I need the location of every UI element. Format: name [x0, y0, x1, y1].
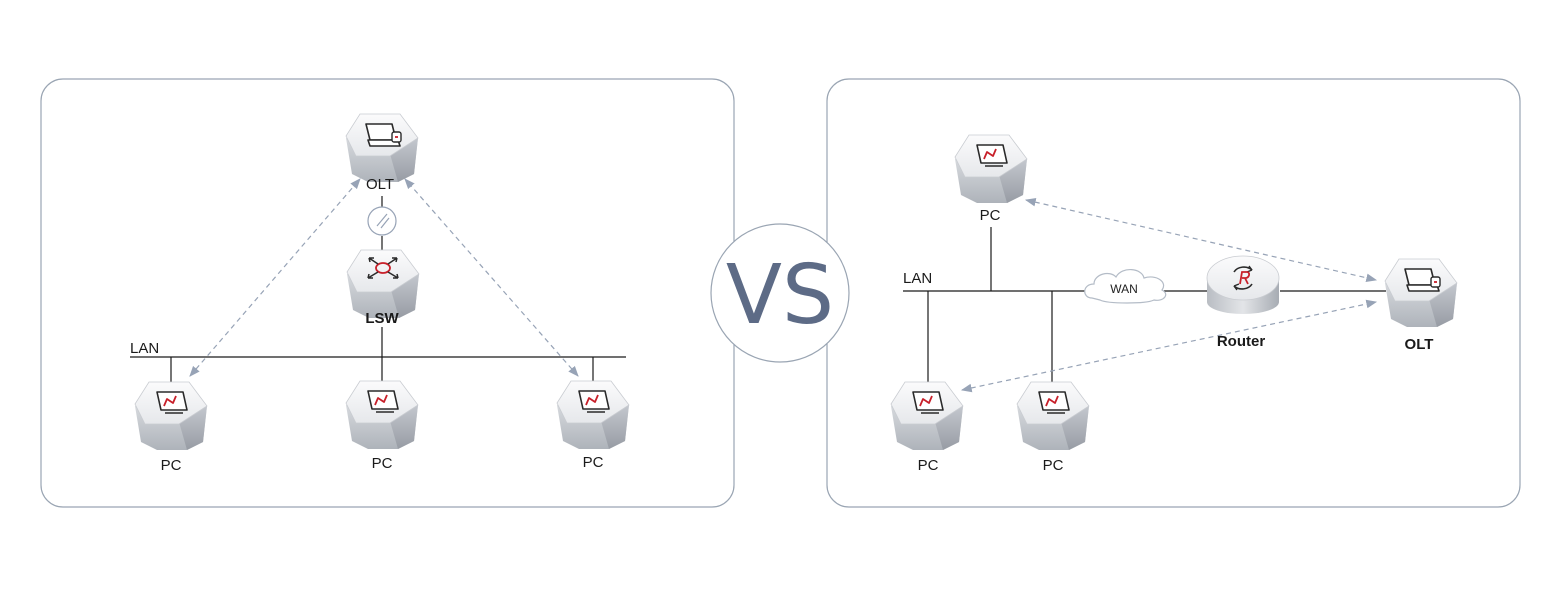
pc-label-right-2: PC — [1043, 457, 1064, 474]
olt-label-left: OLT — [366, 176, 394, 193]
right-connections — [903, 197, 1386, 393]
lsw-label: LSW — [365, 310, 399, 327]
lsw-device — [346, 249, 420, 319]
cloud-icon — [1084, 269, 1167, 304]
pc3-olt-virtual-link — [404, 178, 579, 377]
monitor-icon — [156, 391, 188, 414]
olt-device-left — [345, 113, 419, 183]
lan-label-right: LAN — [903, 270, 932, 287]
lan-label-left: LAN — [130, 340, 159, 357]
pc1-olt-virtual-link — [189, 178, 361, 377]
pc-label-right-top: PC — [980, 207, 1001, 224]
pc-device-left-3 — [556, 380, 630, 450]
olt-label-right: OLT — [1405, 336, 1434, 353]
olt-device-right — [1384, 258, 1458, 328]
pc-label-left-3: PC — [583, 454, 604, 471]
monitor-icon — [976, 144, 1008, 167]
pc1-olt-virtual-link-right — [960, 299, 1378, 393]
pc-device-left-1 — [134, 381, 208, 451]
router-device — [1206, 255, 1280, 314]
router-label: Router — [1217, 333, 1265, 350]
pc-label-left-1: PC — [161, 457, 182, 474]
pc-device-left-2 — [345, 380, 419, 450]
splitter-icon — [367, 206, 397, 236]
pc-device-right-1 — [890, 381, 964, 451]
monitor-icon — [1038, 391, 1070, 414]
monitor-icon — [912, 391, 944, 414]
pc-label-left-2: PC — [372, 455, 393, 472]
router-icon — [1233, 265, 1253, 291]
pc-device-right-top — [954, 134, 1028, 204]
pc-top-olt-virtual-link — [1024, 197, 1378, 283]
pc-label-right-1: PC — [918, 457, 939, 474]
monitor-icon — [578, 390, 610, 413]
monitor-icon — [367, 390, 399, 413]
pc-device-right-2 — [1016, 381, 1090, 451]
left-connections — [130, 178, 626, 384]
wan-label: WAN — [1110, 282, 1138, 296]
vs-badge: VS — [710, 223, 850, 363]
vs-label: VS — [726, 248, 834, 343]
